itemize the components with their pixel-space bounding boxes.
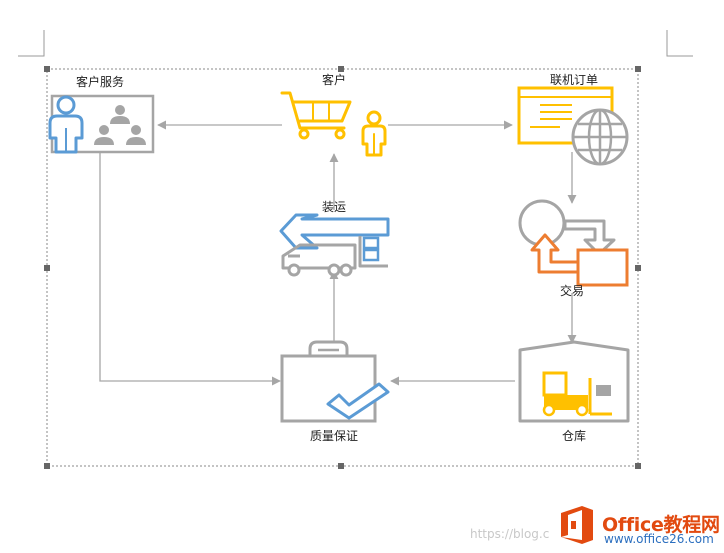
- node-label-customer-service: 客户服务: [76, 74, 124, 89]
- shopping-cart-customer-icon: [280, 91, 387, 157]
- node-customer-service[interactable]: 客户服务: [48, 74, 155, 154]
- selection-handles[interactable]: [44, 66, 641, 469]
- node-label-online-order: 联机订单: [550, 73, 598, 87]
- watermark-brand: Office教程网: [602, 514, 720, 536]
- transaction-exchange-icon: [518, 199, 629, 287]
- node-customer[interactable]: 客户: [280, 72, 387, 157]
- office-logo-icon: [561, 506, 593, 544]
- arrow-service-to-quality: [99, 153, 281, 386]
- node-shipping[interactable]: 装运: [279, 200, 390, 277]
- customer-service-icon: [48, 94, 155, 154]
- node-label-transaction: 交易: [560, 283, 584, 298]
- node-online-order[interactable]: 联机订单: [517, 73, 629, 166]
- quality-check-icon: [280, 340, 390, 423]
- online-order-globe-icon: [517, 86, 629, 166]
- node-warehouse[interactable]: 仓库: [518, 340, 630, 443]
- watermark-url: https://blog.c: [470, 527, 550, 541]
- node-transaction[interactable]: 交易: [518, 199, 629, 298]
- page-corner-marks: [18, 30, 693, 57]
- warehouse-forklift-icon: [518, 340, 630, 423]
- node-quality[interactable]: 质量保证: [280, 340, 390, 443]
- node-label-shipping: 装运: [322, 200, 346, 214]
- node-label-warehouse: 仓库: [562, 428, 586, 443]
- node-label-quality: 质量保证: [310, 429, 358, 443]
- connectors: [99, 120, 577, 386]
- node-label-customer: 客户: [322, 72, 346, 87]
- selection-frame[interactable]: [44, 66, 641, 469]
- watermark-site: www.office26.com: [604, 532, 714, 546]
- delivery-truck-icon: [279, 213, 390, 277]
